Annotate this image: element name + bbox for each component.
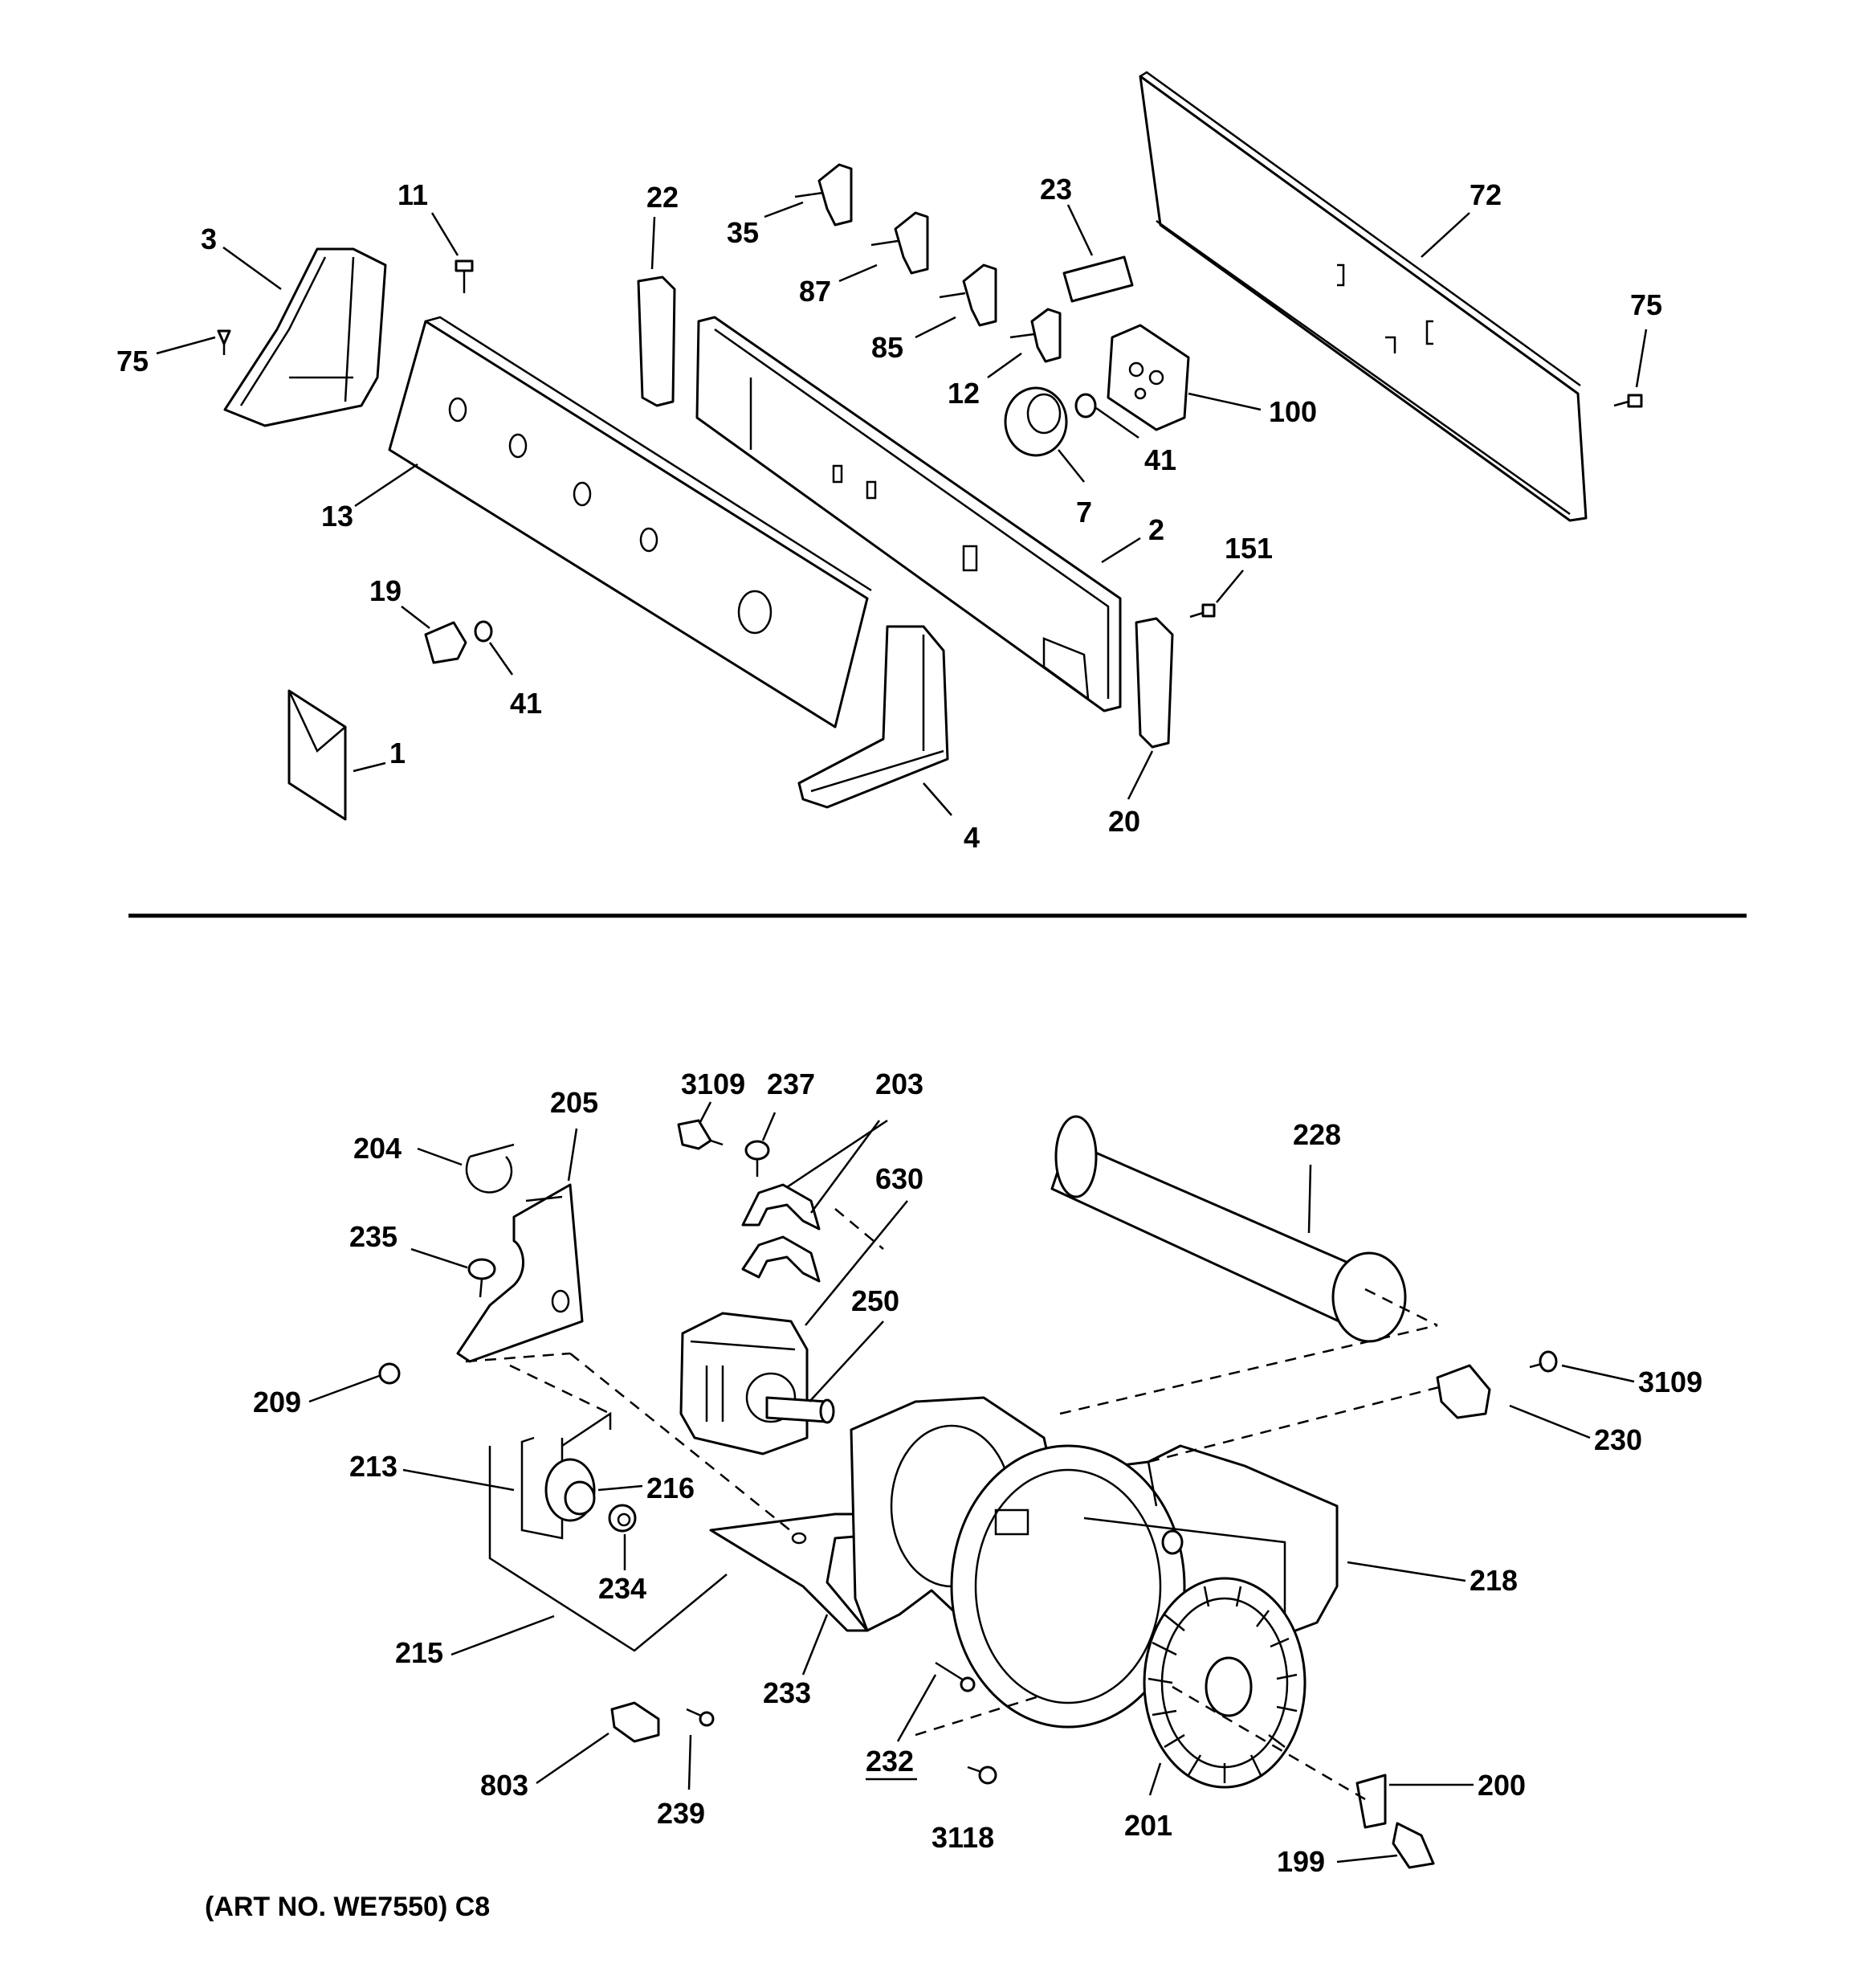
callout-7: 7	[1076, 496, 1092, 529]
part-motor-shaft	[765, 1396, 835, 1424]
callout-216: 216	[646, 1472, 695, 1504]
callout-13: 13	[321, 500, 353, 533]
part-switch	[610, 1701, 660, 1743]
part-literature	[287, 689, 347, 821]
part-mounting-clip	[741, 1183, 821, 1283]
callout-2: 2	[1148, 513, 1164, 546]
callout-41-upper: 41	[1144, 443, 1176, 476]
part-clamp	[465, 1143, 515, 1194]
screw-icon	[467, 1258, 496, 1298]
top-leaders	[156, 201, 1648, 816]
screw-icon	[967, 1766, 997, 1785]
part-thermostat	[1436, 1364, 1491, 1419]
callout-228: 228	[1293, 1118, 1341, 1151]
callout-199: 199	[1277, 1845, 1325, 1878]
callout-151: 151	[1225, 532, 1273, 565]
callout-12: 12	[948, 377, 980, 410]
callout-250: 250	[851, 1284, 899, 1317]
callout-234: 234	[598, 1572, 646, 1605]
callout-75-right: 75	[1630, 288, 1662, 321]
callout-1: 1	[389, 737, 406, 769]
screw-icon	[217, 329, 231, 355]
part-control-panel	[388, 316, 872, 729]
screw-icon	[686, 1708, 715, 1727]
part-bearing	[1392, 1822, 1435, 1869]
part-switch-35	[794, 163, 853, 227]
callout-237: 237	[767, 1067, 815, 1100]
part-pulley-small	[608, 1504, 637, 1533]
callout-630: 630	[875, 1162, 923, 1195]
part-nut	[378, 1362, 401, 1385]
callout-205: 205	[550, 1086, 598, 1119]
callout-203: 203	[875, 1067, 923, 1100]
alignment-lines	[465, 1208, 1446, 1801]
callout-239: 239	[657, 1797, 705, 1830]
callout-4: 4	[964, 821, 980, 854]
callout-215: 215	[395, 1636, 443, 1669]
callout-41-lower: 41	[510, 687, 542, 720]
callout-22: 22	[646, 181, 679, 214]
callout-87: 87	[799, 275, 831, 308]
callout-75-left: 75	[116, 345, 149, 378]
callout-201: 201	[1124, 1809, 1172, 1842]
part-knob	[1004, 386, 1068, 457]
part-end-cap-right	[797, 625, 949, 809]
callout-200: 200	[1478, 1769, 1526, 1802]
screw-icon	[677, 1119, 724, 1150]
part-idler-pulley	[544, 1458, 596, 1522]
callout-233: 233	[763, 1676, 811, 1709]
callout-232: 232	[866, 1745, 914, 1778]
callout-3109-top: 3109	[681, 1067, 745, 1100]
callout-213: 213	[349, 1450, 397, 1483]
callout-204: 204	[353, 1132, 402, 1165]
callout-235: 235	[349, 1220, 397, 1253]
callout-230: 230	[1594, 1423, 1642, 1456]
part-switch-85	[939, 263, 997, 327]
callout-23: 23	[1040, 173, 1072, 206]
part-back-panel	[1139, 71, 1588, 522]
callout-100: 100	[1269, 395, 1317, 428]
part-backsplash-frame	[695, 316, 1122, 712]
part-wheel-clip	[1355, 1774, 1387, 1829]
part-idler-arm	[488, 1411, 728, 1652]
callout-85: 85	[871, 331, 903, 364]
part-exhaust-duct	[1050, 1115, 1407, 1343]
part-push-button	[424, 620, 493, 664]
part-switch-87	[870, 211, 929, 275]
callout-11: 11	[397, 178, 428, 211]
screw-icon	[744, 1140, 770, 1177]
part-indicator-lens	[1062, 255, 1134, 303]
art-number-caption: (ART NO. WE7550) C8	[205, 1892, 490, 1922]
bottom-callout-labels: 3109 237 203 205 228 204 630 235 250 310…	[253, 1067, 1702, 1878]
callout-3109-right: 3109	[1638, 1365, 1702, 1398]
callout-209: 209	[253, 1386, 301, 1419]
part-drive-motor	[679, 1312, 809, 1455]
top-callout-labels: 11 22 35 23 72 3 87 75 85 12 100 75 41 7…	[116, 173, 1662, 854]
part-end-slider-left	[637, 276, 676, 407]
part-end-slider-right	[1135, 617, 1174, 749]
callout-3: 3	[201, 222, 217, 255]
callout-20: 20	[1108, 805, 1140, 838]
callout-72: 72	[1470, 178, 1502, 211]
callout-35: 35	[727, 216, 759, 249]
screw-icon	[1189, 603, 1216, 618]
part-end-cap-left	[223, 247, 387, 427]
callout-218: 218	[1470, 1564, 1518, 1597]
part-spacer	[1074, 393, 1097, 418]
callout-19: 19	[369, 574, 402, 607]
part-timer	[1107, 324, 1190, 431]
part-shaft-pin	[935, 1661, 976, 1692]
bottom-leaders	[308, 1101, 1635, 1863]
callout-3118: 3118	[932, 1821, 994, 1854]
part-switch-12	[1009, 308, 1062, 363]
screw-icon	[1529, 1350, 1558, 1373]
screw-icon	[455, 259, 474, 293]
callout-803: 803	[480, 1769, 528, 1802]
part-blower-wheel	[1143, 1577, 1307, 1789]
screw-icon	[1613, 394, 1643, 408]
